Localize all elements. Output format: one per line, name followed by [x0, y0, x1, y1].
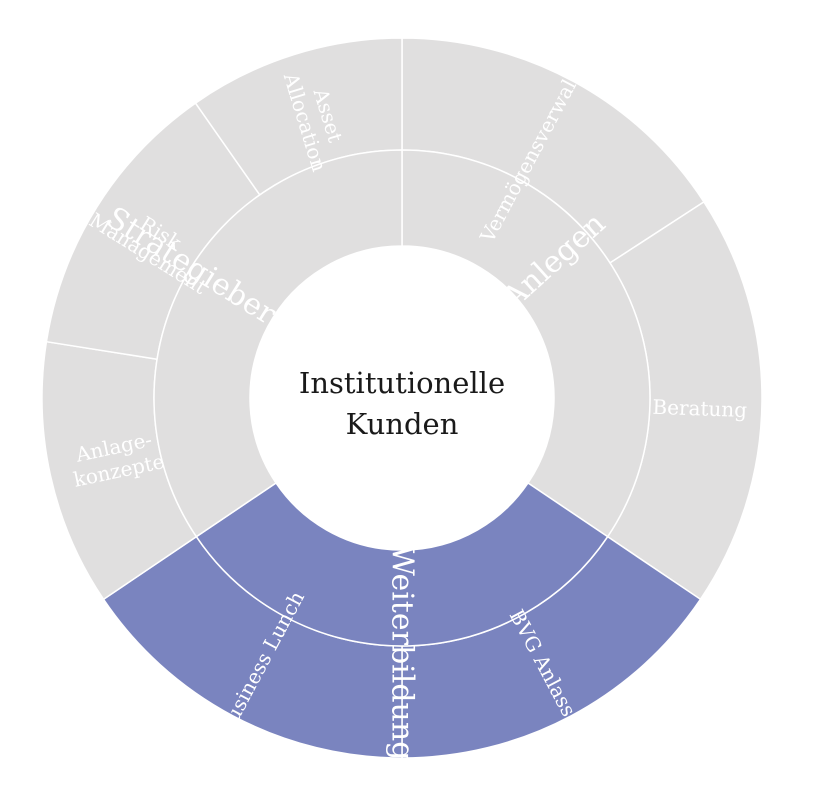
inner-segment-1: [195, 481, 609, 647]
inner-ring: [153, 149, 651, 647]
outer-label-1: Beratung: [652, 395, 748, 422]
center-title-line-1: Institutionelle: [299, 366, 505, 400]
outer-ring: [41, 37, 763, 759]
inner-label-1: Events/Weiterbildung: [385, 432, 420, 761]
outer-label-line: Beratung: [652, 395, 748, 422]
center-circle: [250, 246, 554, 550]
center-title-line-2: Kunden: [346, 407, 459, 441]
